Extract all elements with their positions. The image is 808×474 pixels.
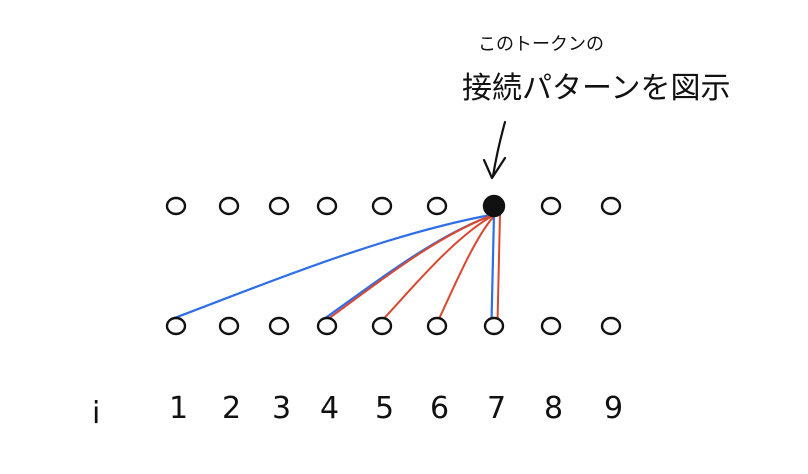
bottom-token-node bbox=[316, 316, 338, 336]
connection-line bbox=[173, 212, 498, 320]
position-number: 7 bbox=[487, 391, 506, 426]
connection-line bbox=[438, 213, 497, 319]
bottom-token-node bbox=[165, 316, 187, 336]
top-token-node bbox=[316, 196, 338, 216]
bottom-token-node bbox=[426, 316, 448, 336]
down-arrow-icon bbox=[482, 120, 507, 180]
position-number: 3 bbox=[272, 391, 291, 426]
position-number: 1 bbox=[169, 391, 188, 426]
index-label: i bbox=[92, 396, 100, 431]
bottom-token-node bbox=[218, 316, 240, 336]
position-number: 5 bbox=[375, 391, 394, 426]
top-token-node bbox=[600, 196, 622, 216]
position-number: 8 bbox=[544, 391, 563, 426]
connection-line bbox=[328, 213, 497, 319]
connection-lines bbox=[173, 212, 501, 320]
top-token-node bbox=[165, 196, 187, 216]
top-token-node bbox=[268, 196, 290, 216]
caption-line-2: 接続パターンを図示 bbox=[462, 71, 731, 106]
caption-line-1: このトークンの bbox=[478, 34, 604, 55]
bottom-token-node bbox=[371, 316, 393, 336]
top-token-node bbox=[371, 196, 393, 216]
bottom-token-node bbox=[600, 316, 622, 336]
position-number: 4 bbox=[320, 391, 339, 426]
position-number: 9 bbox=[604, 391, 623, 426]
position-number: 6 bbox=[430, 391, 449, 426]
top-token-node bbox=[426, 196, 448, 216]
top-token-node bbox=[218, 196, 240, 216]
connection-line bbox=[496, 213, 501, 319]
top-token-node bbox=[540, 196, 562, 216]
connection-line bbox=[490, 212, 496, 320]
bottom-token-row bbox=[165, 316, 622, 336]
bottom-token-node bbox=[268, 316, 290, 336]
connection-line bbox=[383, 213, 497, 319]
position-number: 2 bbox=[222, 391, 241, 426]
bottom-token-node bbox=[540, 316, 562, 336]
target-token-node bbox=[482, 194, 506, 218]
bottom-token-node bbox=[483, 316, 505, 336]
top-token-row bbox=[165, 194, 622, 218]
